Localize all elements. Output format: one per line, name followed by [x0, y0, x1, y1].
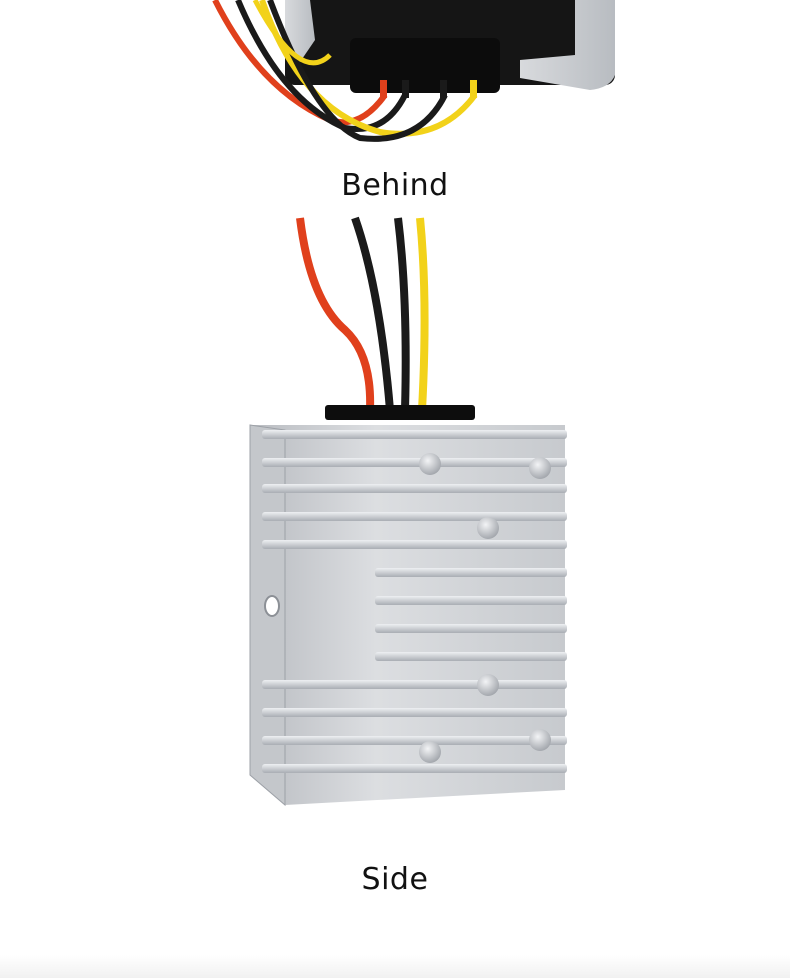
wire-red-side — [296, 217, 375, 411]
behind-view-photo — [212, 0, 615, 142]
wire-black-1 — [235, 0, 408, 132]
behind-caption: Behind — [341, 168, 449, 203]
heatsink-fins — [262, 430, 567, 773]
wire-black-side-1 — [351, 216, 394, 411]
wire-black-side-2 — [394, 217, 410, 411]
side-caption: Side — [361, 862, 429, 897]
wire-yellow-1 — [259, 0, 478, 137]
rubber-grommet — [350, 38, 500, 93]
wire-stub-red — [380, 80, 387, 98]
rubber-grommet-side — [325, 405, 475, 420]
mounting-hole — [264, 595, 280, 617]
wire-stub-black-1 — [402, 80, 409, 98]
screw-heads — [419, 453, 551, 763]
wire-stub-yellow — [470, 80, 477, 98]
wire-yellow-side — [416, 217, 429, 411]
module-body-side — [250, 425, 565, 805]
side-view-photo — [249, 216, 567, 807]
wire-yellow-2 — [252, 0, 332, 66]
module-silver-end-right — [520, 0, 615, 90]
bottom-shadow — [0, 955, 790, 978]
module-silver-end-left — [285, 0, 315, 62]
wire-stub-black-2 — [440, 80, 447, 98]
